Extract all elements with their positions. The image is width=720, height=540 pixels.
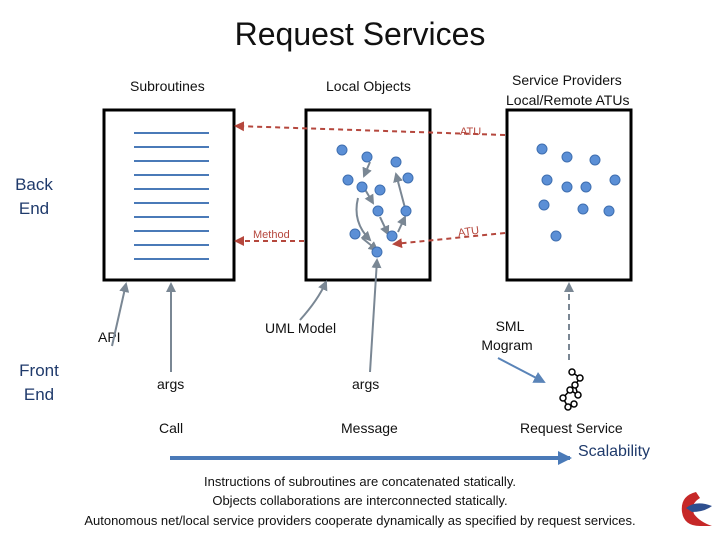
slide-title: Request Services (234, 16, 486, 52)
object-node (349, 228, 361, 240)
object-node (374, 184, 386, 196)
uml-model-label: UML Model (265, 320, 337, 336)
object-node (371, 246, 383, 258)
footer-line-3: Autonomous net/local service providers c… (84, 513, 636, 528)
message-arrow (369, 258, 382, 373)
side-label-back: Back (15, 175, 53, 194)
object-node (372, 205, 384, 217)
mogram-label: Mogram (481, 337, 533, 353)
collab-arrow (393, 172, 406, 209)
header-local-objects: Local Objects (326, 78, 411, 94)
provider-node (541, 174, 553, 186)
provider-node (561, 151, 573, 163)
header-subroutines: Subroutines (130, 78, 205, 94)
atu-mid-arrow (392, 232, 506, 249)
scalability-label: Scalability (578, 443, 651, 460)
object-node (361, 151, 373, 163)
provider-node (536, 143, 548, 155)
sml-label: SML (495, 318, 525, 334)
provider-node (609, 174, 621, 186)
instruction-lines (134, 132, 209, 260)
header-service-providers: Service Providers (512, 72, 622, 88)
request-service-label: Request Service (520, 420, 623, 436)
service-providers-box (505, 108, 633, 282)
provider-node (561, 181, 573, 193)
call-label: Call (159, 420, 184, 436)
provider-node (580, 181, 592, 193)
uml-model-arrow (299, 280, 328, 321)
object-node (336, 144, 348, 156)
args-mid-label: args (352, 376, 380, 392)
collab-arrow (379, 216, 390, 236)
args-left-label: args (157, 376, 185, 392)
provider-node (550, 230, 562, 242)
footer-line-2: Objects collaborations are interconnecte… (212, 493, 508, 508)
sml-mogram-arrow (497, 357, 546, 383)
collab-arrow (355, 197, 372, 242)
side-label-back-end: End (18, 199, 50, 218)
collab-arrow (397, 215, 407, 233)
red-blue-s-logo (681, 492, 712, 526)
collab-arrow (362, 161, 372, 178)
provider-node (538, 199, 550, 211)
provider-node (589, 154, 601, 166)
side-label-front-end: End (23, 385, 55, 404)
service-provider-nodes (536, 143, 621, 242)
provider-node (577, 203, 589, 215)
local-object-nodes (336, 144, 414, 258)
object-node (342, 174, 354, 186)
header-local-remote-atus: Local/Remote ATUs (506, 92, 630, 108)
message-label: Message (341, 420, 398, 436)
object-node (402, 172, 414, 184)
object-node (400, 205, 412, 217)
method-label: Method (253, 229, 290, 241)
subroutines-box (102, 108, 236, 282)
service-graph-icon (559, 368, 584, 411)
provider-node (603, 205, 615, 217)
object-node (356, 181, 368, 193)
object-node (386, 230, 398, 242)
footer-line-1: Instructions of subroutines are concaten… (204, 474, 516, 489)
object-node (390, 156, 402, 168)
side-label-front: Front (19, 361, 59, 380)
api-arrow (111, 282, 130, 347)
